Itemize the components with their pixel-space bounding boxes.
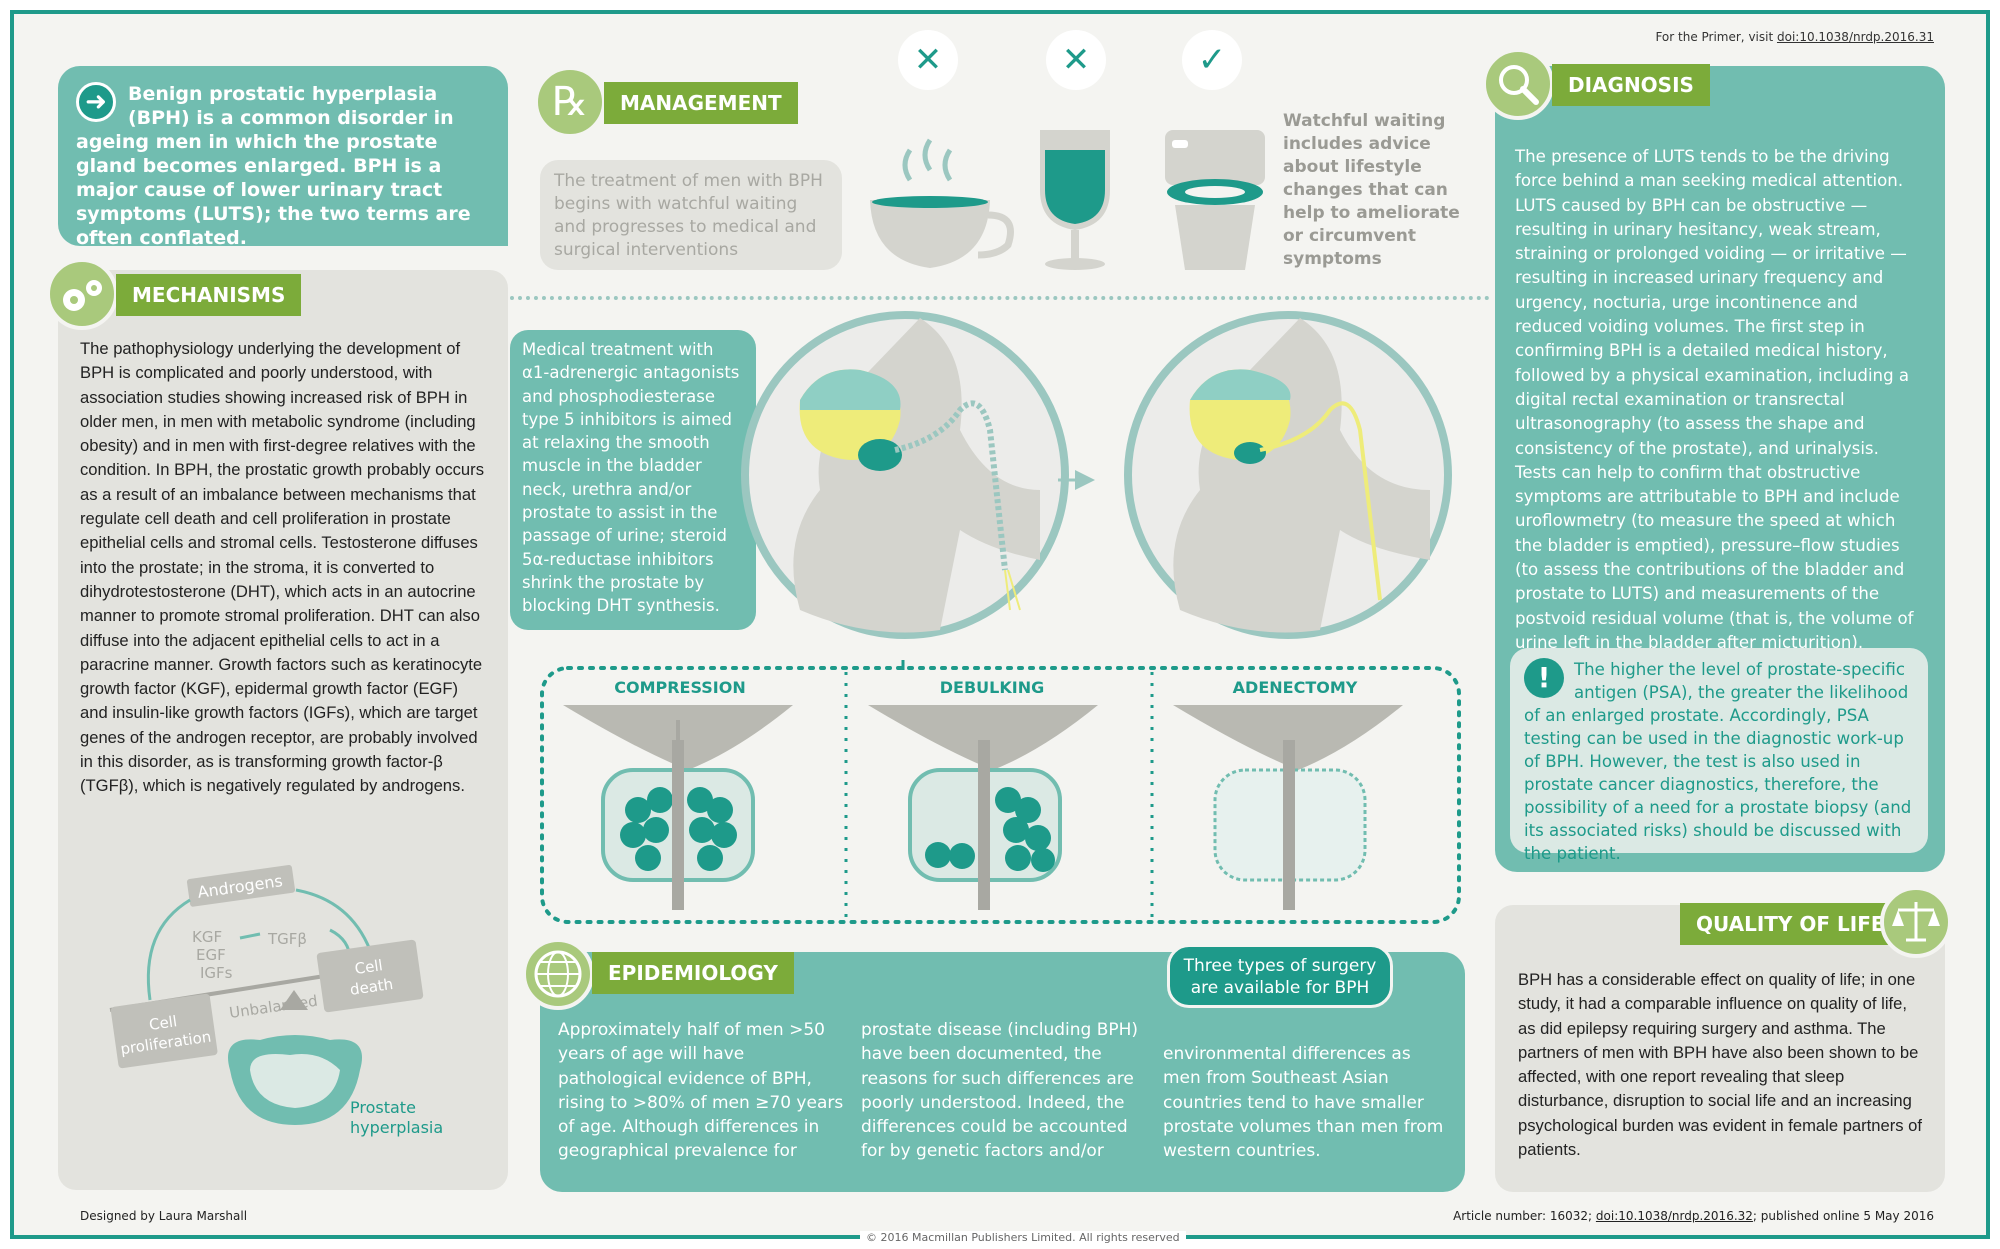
epidemiology-col-2: prostate disease (including BPH) have be…: [861, 1020, 1139, 1162]
quality-title: QUALITY OF LIFE: [1680, 903, 1901, 945]
exclamation-icon: !: [1524, 658, 1564, 698]
globe-icon: [522, 938, 594, 1010]
check-icon: ✓: [1182, 30, 1242, 90]
primer-doi-link[interactable]: doi:10.1038/nrdp.2016.31: [1776, 30, 1934, 44]
epidemiology-col-1: Approximately half of men >50 years of a…: [558, 1020, 844, 1162]
anatomy-after: [1124, 311, 1452, 639]
medical-treatment-text: Medical treatment with α1-adrenergic ant…: [510, 330, 756, 630]
surgery-label-adenectomy: ADENECTOMY: [1232, 678, 1358, 697]
surgery-label-debulking: DEBULKING: [939, 678, 1045, 697]
intro-text: Benign prostatic hyperplasia (BPH) is a …: [76, 83, 471, 249]
article-info: Article number: 16032; doi:10.1038/nrdp.…: [1453, 1209, 1934, 1223]
designer-credit: Designed by Laura Marshall: [80, 1209, 248, 1223]
mechanisms-diagram: Androgens KGF EGF IGFs TGFβ Cell prolife…: [109, 865, 443, 1137]
igfs-label: IGFs: [200, 964, 233, 982]
quality-panel: [1495, 905, 1945, 1192]
surgery-note: Three types of surgery are available for…: [1167, 944, 1393, 1008]
anatomy-illustrations: [741, 311, 1452, 639]
copyright: © 2016 Macmillan Publishers Limited. All…: [860, 1231, 1186, 1244]
epidemiology-title: EPIDEMIOLOGY: [592, 952, 794, 994]
mechanisms-title: MECHANISMS: [116, 274, 302, 316]
surgery-options: [540, 660, 1461, 924]
management-text: The treatment of men with BPH begins wit…: [540, 160, 842, 270]
lifestyle-illustrations: [870, 130, 1265, 270]
cross-icon: ✕: [1046, 30, 1106, 90]
article-doi-link[interactable]: doi:10.1038/nrdp.2016.32: [1595, 1209, 1753, 1223]
scales-icon: [1880, 886, 1952, 958]
cell-death-label-1: Cell: [354, 956, 384, 978]
cross-icon: ✕: [898, 30, 958, 90]
magnifier-icon: [1482, 48, 1554, 120]
arrow-right-icon: ➜: [76, 82, 116, 122]
cell-death-label-2: death: [349, 975, 394, 999]
psa-text: The higher the level of prostate-specifi…: [1524, 660, 1912, 863]
debulking-illustration: [868, 705, 1098, 910]
rx-icon: ℞: [534, 66, 606, 138]
prostate-label-1: Prostate: [350, 1098, 416, 1117]
unbalanced-label: Unbalanced: [228, 992, 319, 1022]
cell-proliferation-box: [110, 993, 218, 1069]
androgens-box: [186, 865, 296, 907]
diagnosis-title: DIAGNOSIS: [1552, 64, 1710, 106]
toilet-icon: [1165, 130, 1265, 270]
gears-icon: [46, 258, 118, 330]
management-title: MANAGEMENT: [604, 82, 798, 124]
primer-link-line: For the Primer, visit doi:10.1038/nrdp.2…: [1655, 30, 1934, 44]
surgery-label-compression: COMPRESSION: [614, 678, 746, 697]
psa-note: ! The higher the level of prostate-speci…: [1510, 648, 1928, 863]
dotted-divider: [510, 296, 1490, 300]
article-suffix: ; published online 5 May 2016: [1752, 1209, 1934, 1223]
cell-death-box: [316, 939, 424, 1013]
intro-box: ➜ Benign prostatic hyperplasia (BPH) is …: [58, 66, 508, 249]
quality-text: BPH has a considerable effect on quality…: [1518, 970, 1923, 1160]
watchful-waiting-text: Watchful waiting includes advice about l…: [1283, 111, 1460, 269]
kgf-label: KGF: [192, 928, 222, 946]
tgfb-label: TGFβ: [267, 930, 307, 948]
wine-glass-icon: [1040, 130, 1110, 270]
prostate-label-2: hyperplasia: [350, 1118, 443, 1137]
diagnosis-text: The presence of LUTS tends to be the dri…: [1515, 147, 1914, 652]
epidemiology-col-3: environmental differences as men from So…: [1163, 1044, 1444, 1162]
cell-proliferation-label-1: Cell: [148, 1012, 178, 1034]
adenectomy-illustration: [1173, 705, 1403, 910]
mechanisms-text: The pathophysiology underlying the devel…: [80, 339, 484, 796]
article-prefix: Article number: 16032;: [1453, 1209, 1596, 1223]
compression-illustration: [563, 705, 793, 910]
coffee-cup-icon: [870, 138, 1014, 268]
egf-label: EGF: [196, 946, 226, 964]
anatomy-before: [741, 311, 1069, 639]
primer-prefix: For the Primer, visit: [1655, 30, 1777, 44]
